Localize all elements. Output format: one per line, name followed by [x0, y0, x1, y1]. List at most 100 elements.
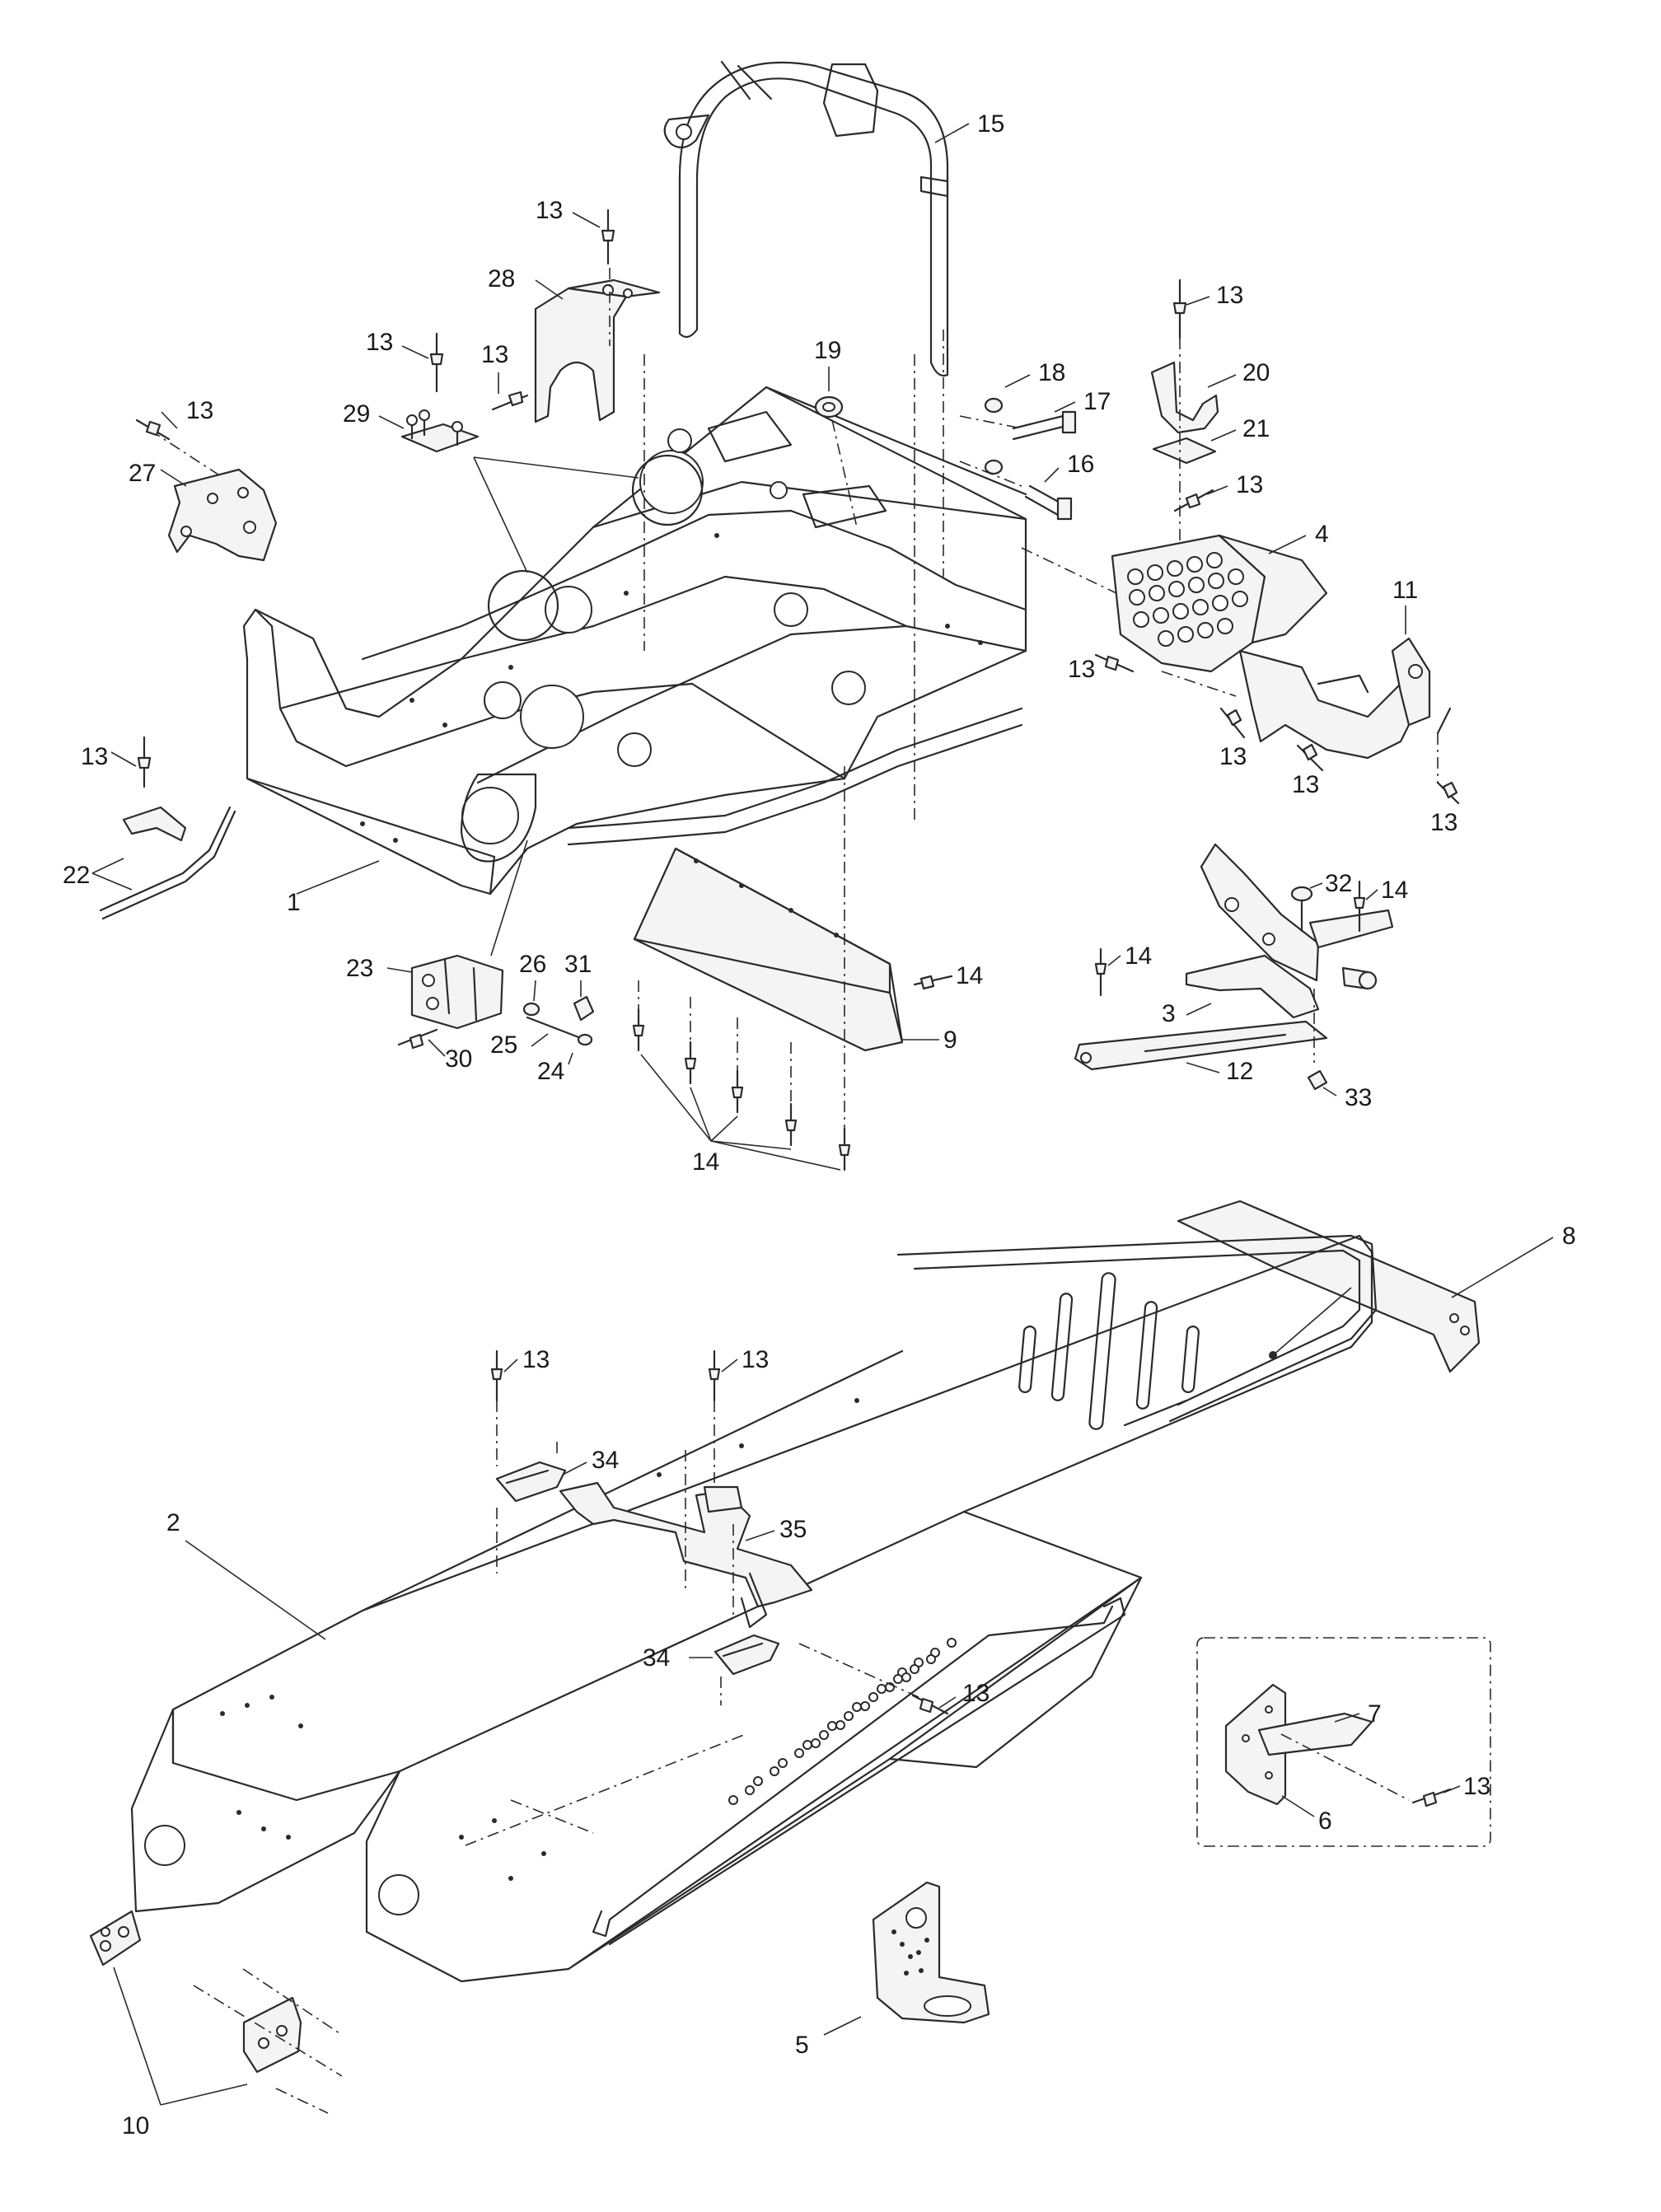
leader-13-27: [161, 411, 178, 429]
callout-9: 9: [943, 1026, 957, 1054]
callout-3: 3: [1162, 1000, 1176, 1027]
part-24-bolt: [526, 1016, 593, 1046]
centerline-19: [831, 419, 858, 528]
rivet-13-l: [490, 1349, 503, 1402]
leader-10a: [113, 1966, 161, 2106]
rivet-14-a: [913, 975, 953, 990]
centerline-27: [149, 429, 222, 477]
rivet-13-22: [137, 736, 152, 788]
callout-13-h: 13: [1219, 743, 1247, 770]
part-17-bolt: [1012, 410, 1077, 441]
centerline-11: [1161, 671, 1237, 697]
leader-13-n: [1443, 1785, 1461, 1793]
callout-16: 16: [1067, 451, 1094, 478]
callout-18: 18: [1038, 359, 1065, 386]
leader-29-detail-b: [473, 456, 528, 573]
rivet-14-d: [1094, 947, 1107, 997]
callout-6: 6: [1318, 1807, 1332, 1835]
part-3-mount: [1185, 843, 1394, 1019]
part-21-plate: [1152, 437, 1217, 465]
part-8-flap: [1177, 1200, 1481, 1373]
callout-31: 31: [564, 951, 592, 978]
leader-3: [1186, 1003, 1212, 1016]
leader-26: [533, 980, 536, 1002]
part-19-grommet: [814, 395, 844, 419]
leader-8b: [1272, 1287, 1352, 1356]
leader-29-detail: [473, 456, 639, 479]
part-16-bolt: [1024, 484, 1073, 521]
perforations: [1127, 552, 1248, 647]
leader-29: [378, 415, 405, 429]
part-10-plate-a: [89, 1910, 142, 1966]
leader-15: [934, 123, 970, 143]
leader-1: [296, 860, 380, 895]
rivet-13-i: [1296, 743, 1324, 772]
centerline-4: [1021, 547, 1117, 594]
part-23-hinge: [410, 954, 504, 1030]
cl-10-b: [242, 1968, 343, 2036]
callout-34-a: 34: [592, 1447, 619, 1474]
callout-13-angled: 13: [481, 341, 508, 368]
part-31-nut: [573, 995, 595, 1022]
cl-7: [1280, 1733, 1410, 1801]
leader-22: [91, 872, 133, 891]
leader-24: [568, 1052, 573, 1065]
cl-10-a: [193, 1985, 343, 2077]
callout-33: 33: [1345, 1084, 1372, 1111]
leader-10b: [160, 2083, 248, 2106]
leader-27: [160, 469, 187, 487]
part-20-bracket: [1150, 361, 1219, 434]
rivet-13-h: [1219, 707, 1246, 739]
cl-tunnel-b: [798, 1643, 919, 1698]
callout-13-27: 13: [186, 397, 213, 424]
rivets-14-group: [632, 1008, 851, 1171]
callout-13-i: 13: [1292, 771, 1319, 798]
rivet-13-27: [135, 419, 171, 441]
callout-13-g: 13: [1068, 656, 1095, 683]
callout-8: 8: [1562, 1223, 1576, 1250]
part-5-mount-bracket: [872, 1881, 990, 2024]
rivet-13-m: [708, 1349, 721, 1402]
detail-circle-a: [631, 454, 704, 526]
leader-28: [535, 279, 564, 300]
leader-22b: [91, 858, 124, 874]
part-29-stud-plate: [400, 409, 480, 453]
part-10-plate-b: [242, 1996, 302, 2074]
part-28-support-bracket: [534, 278, 661, 423]
callout-13-o: 13: [962, 1680, 990, 1707]
callout-24: 24: [537, 1058, 564, 1085]
part-18-washers: [984, 397, 1004, 475]
detail-box-6-7: [1196, 1637, 1491, 1847]
leader-25: [531, 1033, 549, 1047]
leader-17: [1054, 401, 1076, 413]
part-11-mount: [1238, 637, 1431, 760]
leader-34-a: [562, 1461, 587, 1475]
leader-13-29: [401, 345, 429, 359]
callout-23: 23: [346, 955, 373, 982]
part-35-bracket: [559, 1481, 813, 1629]
centerline-16: [959, 461, 1022, 487]
leader-14-fan: [640, 1054, 841, 1171]
callout-12: 12: [1226, 1058, 1253, 1085]
cl-tunnel-c: [510, 1799, 594, 1834]
callout-19: 19: [814, 337, 841, 364]
callout-13-n: 13: [1463, 1773, 1490, 1800]
rivet-13-angled: [491, 390, 529, 411]
callout-4: 4: [1315, 521, 1329, 548]
callout-10: 10: [122, 2112, 149, 2140]
callout-28: 28: [488, 265, 515, 292]
rivet-13-o: [911, 1694, 949, 1715]
cl-tunnel-a: [465, 1733, 746, 1846]
leader-13-m: [721, 1359, 738, 1373]
part-27-plate: [167, 468, 278, 562]
callout-13-20: 13: [1216, 282, 1243, 309]
part-1-main-frame: [242, 386, 1027, 896]
part-2-tunnel: [130, 1234, 1378, 1983]
centerline-17: [959, 415, 1022, 429]
part-34-upper: [495, 1461, 567, 1503]
callout-13-22: 13: [81, 743, 108, 770]
leader-8: [1451, 1237, 1554, 1298]
rivet-13-j: [1436, 707, 1460, 805]
callout-2: 2: [166, 1509, 180, 1536]
